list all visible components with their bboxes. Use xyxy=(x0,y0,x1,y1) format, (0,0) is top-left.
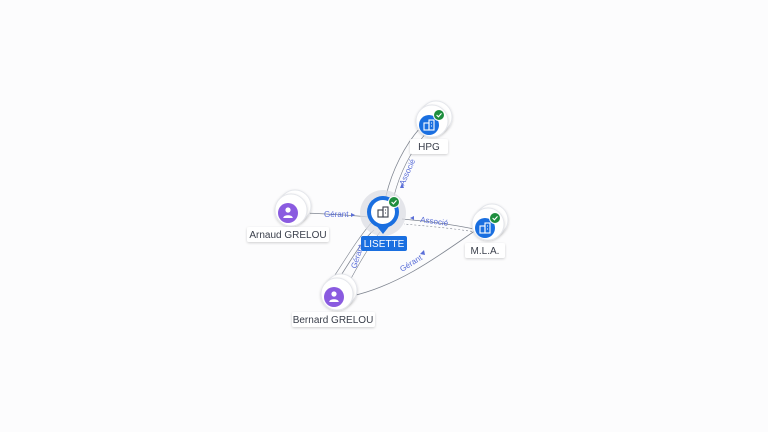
edge-arnaud-center-arrow xyxy=(351,213,355,217)
building-icon xyxy=(377,206,389,218)
edge-label-arnaud-center: Gérant xyxy=(324,210,349,219)
node-label-box xyxy=(247,227,329,242)
person-icon xyxy=(283,207,293,218)
node-label-box xyxy=(292,312,375,327)
node-label-bernard: Bernard GRELOU xyxy=(293,315,374,326)
person-circle xyxy=(324,287,344,307)
edge-bernard-mla[interactable] xyxy=(351,229,477,297)
node-center[interactable]: LISETTE xyxy=(360,190,407,251)
node-label-hpg: HPG xyxy=(418,142,440,153)
check-badge-icon xyxy=(433,109,445,121)
edge-hpg-center-arrow xyxy=(400,183,404,188)
node-label-box xyxy=(410,139,448,154)
node-hpg[interactable]: HPG xyxy=(410,100,453,154)
building-icon xyxy=(423,119,435,131)
center-pin-tip xyxy=(375,224,391,234)
node-mla[interactable]: M.L.A. xyxy=(465,203,509,258)
edge-hpg-center[interactable] xyxy=(385,127,421,197)
node-label-box xyxy=(465,243,505,258)
center-label-box xyxy=(361,236,407,251)
edge-label-hpg-center: Associé xyxy=(398,157,418,187)
node-label-arnaud: Arnaud GRELOU xyxy=(249,230,326,241)
check-badge-icon xyxy=(388,196,400,208)
person-circle xyxy=(278,203,298,223)
edge-mla-center-arrow xyxy=(410,216,414,220)
edge-mla-center-2 xyxy=(403,223,477,233)
node-bernard[interactable]: Bernard GRELOU xyxy=(292,273,375,327)
edge-mla-center[interactable] xyxy=(401,218,475,230)
check-badge-icon xyxy=(489,212,501,224)
edge-hpg-center-2 xyxy=(393,132,427,197)
edge-bernard-center-3 xyxy=(330,221,373,282)
edge-label-mla-center: Associé xyxy=(420,215,450,228)
node-label-mla: M.L.A. xyxy=(471,246,500,257)
node-label-center: LISETTE xyxy=(364,239,405,250)
edge-bernard-mla-arrow xyxy=(420,250,425,255)
edge-label-bernard-mla: Gérant xyxy=(398,253,424,274)
building-icon xyxy=(479,222,491,234)
person-icon xyxy=(329,291,339,302)
node-arnaud[interactable]: Arnaud GRELOU xyxy=(247,189,329,242)
